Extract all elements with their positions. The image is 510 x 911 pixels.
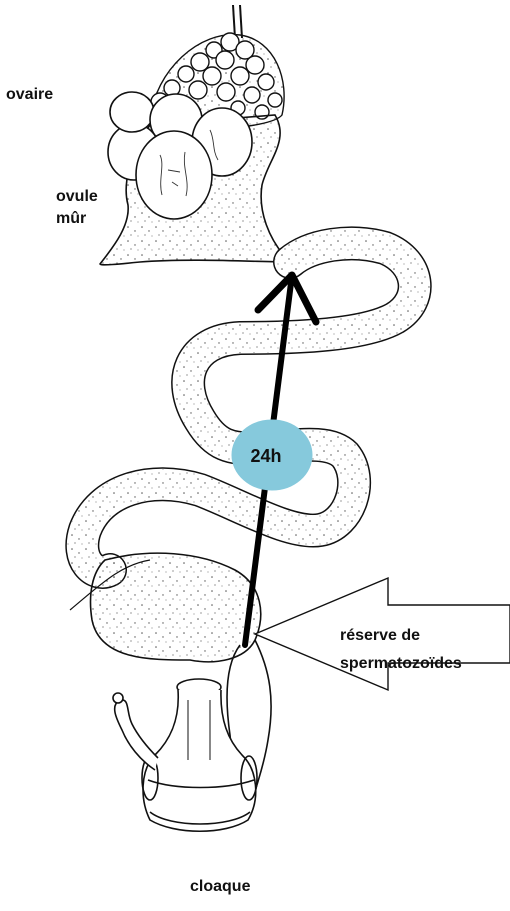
duration-label: 24h — [250, 446, 281, 466]
sperm-reserve-label-line1: réserve de — [340, 622, 462, 650]
uterus — [91, 553, 261, 662]
sperm-reserve-label: réserve de spermatozoïdes — [340, 622, 462, 678]
cloaca-label: cloaque — [190, 876, 250, 898]
oviduct-coil-texture — [82, 243, 414, 572]
mature-ovule-label-line1: ovule — [56, 186, 98, 208]
mature-ovule-label: ovule mûr — [56, 186, 98, 230]
ovary-stalk — [233, 5, 242, 38]
ovary-label: ovaire — [6, 84, 53, 106]
sperm-reserve-label-line2: spermatozoïdes — [340, 650, 462, 678]
cloaca — [113, 679, 257, 831]
mature-ovule-label-line2: mûr — [56, 208, 98, 230]
